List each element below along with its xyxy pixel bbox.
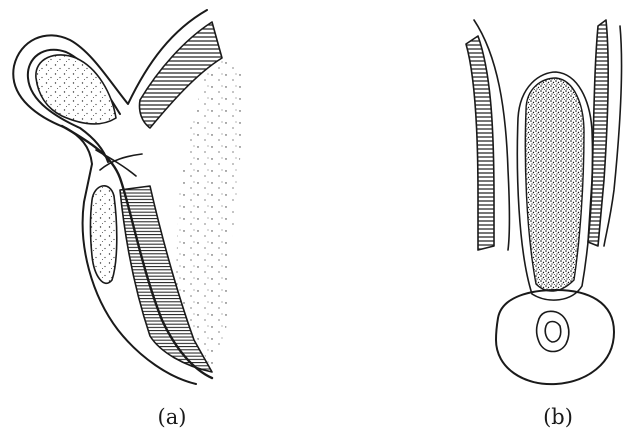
panel-b-drawing <box>466 20 622 384</box>
upper-pouch <box>36 55 116 124</box>
panel-a-label: (a) <box>158 404 187 430</box>
neck-crossing <box>96 150 142 176</box>
panel-b-label: (b) <box>543 404 573 430</box>
round-base <box>496 290 614 384</box>
lower-pouch <box>91 186 117 283</box>
panel-a-drawing <box>13 10 246 384</box>
stippled-body <box>525 78 584 291</box>
base-ring <box>537 311 569 351</box>
left-wall <box>466 36 494 250</box>
